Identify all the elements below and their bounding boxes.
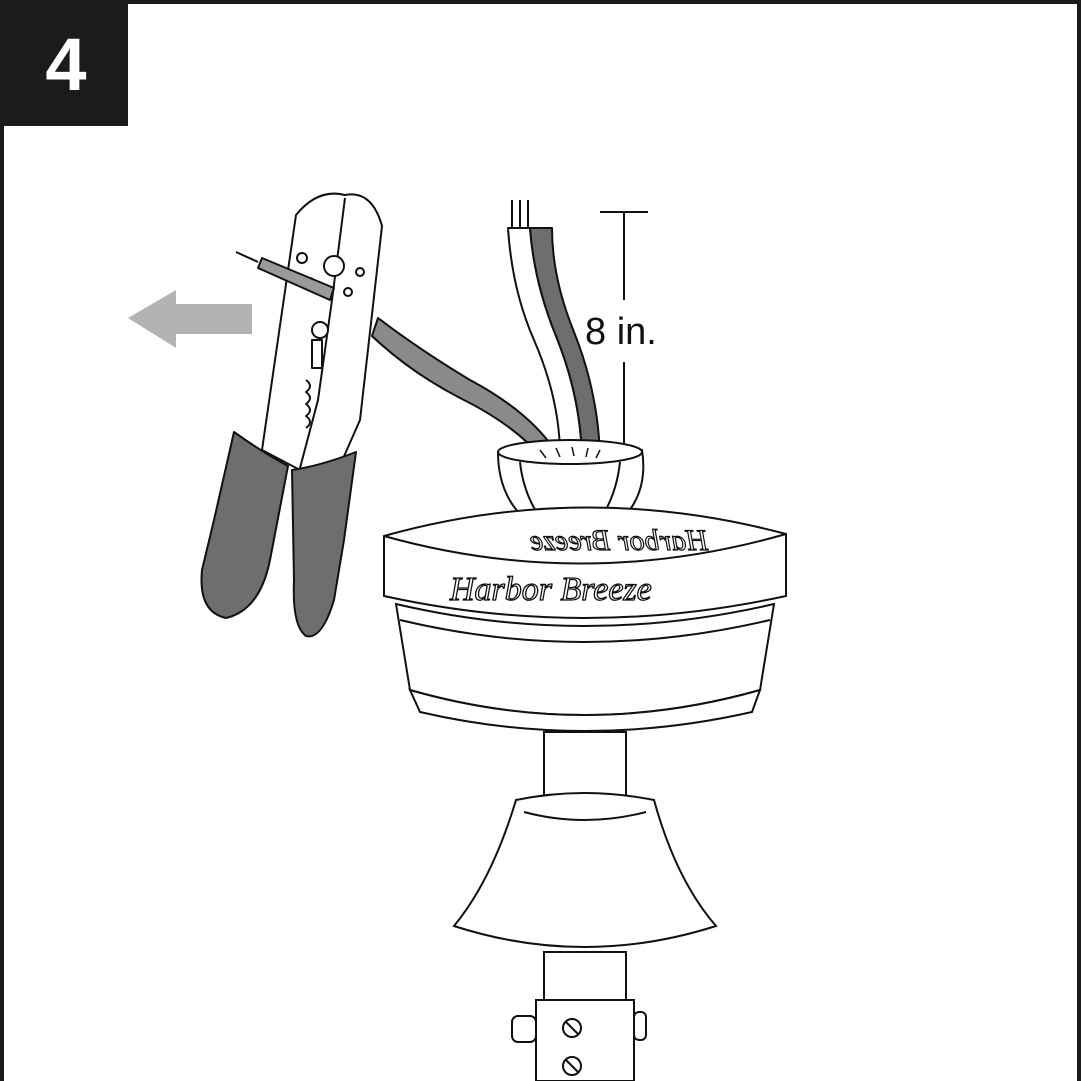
fan-canopy: Harbor Breeze Harbor Breeze (384, 507, 786, 731)
brand-front-text: Harbor Breeze (449, 571, 652, 608)
left-arrow-icon (128, 290, 252, 348)
fan-wires (372, 200, 600, 460)
measurement-label: 8 in. (585, 311, 657, 353)
wire-stripper-icon (202, 194, 383, 637)
brand-back-text: Harbor Breeze (530, 524, 709, 557)
fan-downrod (454, 732, 716, 1081)
